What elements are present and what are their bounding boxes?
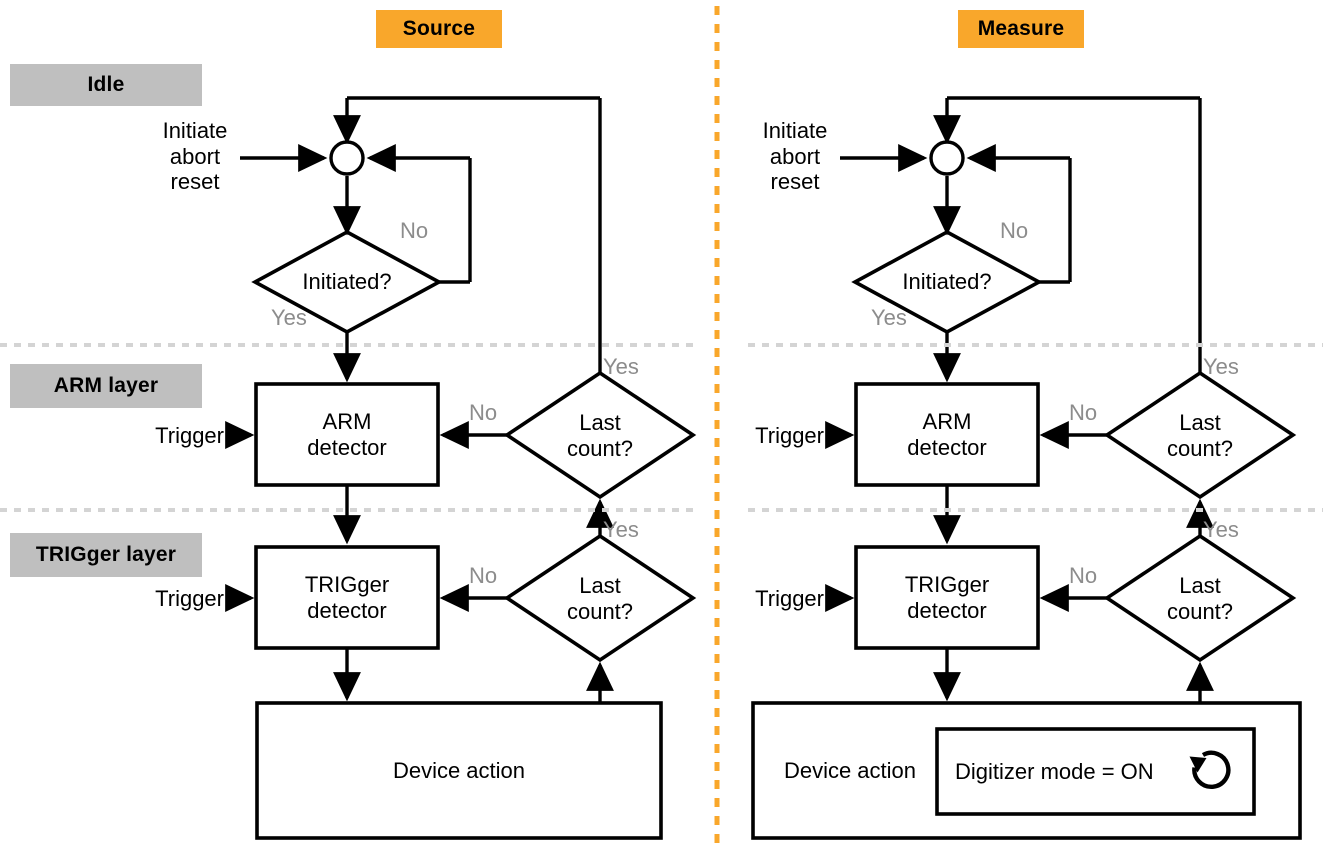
measure-arm-last-yes-label: Yes (1203, 354, 1239, 379)
layer-tag-idle-label: Idle (87, 73, 125, 96)
source-arm-last-count-diamond (503, 370, 697, 500)
measure-trigger-last-yes-label: Yes (1203, 517, 1239, 542)
digitizer-mode-label: Digitizer mode = ON (955, 758, 1154, 784)
layer-tag-trigger: TRIGger layer (10, 533, 202, 577)
panel-header-measure-label: Measure (977, 17, 1065, 40)
measure-trigger-detector-line1: TRIGger (904, 571, 990, 597)
measure-trigger-last-count-line2: count? (1166, 599, 1234, 624)
source-trigger-detector-label: TRIGger detector (256, 547, 438, 648)
measure-arm-last-no-label: No (1069, 400, 1098, 425)
measure-initiated-no-label: No (1000, 218, 1029, 243)
measure-trigger-trigger-label: Trigger (755, 586, 824, 611)
measure-arm-detector-line2: detector (907, 434, 987, 460)
measure-device-action-box (751, 701, 1302, 840)
measure-trigger-detector-label: TRIGger detector (856, 547, 1038, 648)
source-trigger-last-count-line1: Last (579, 573, 621, 599)
measure-idle-input-label: Initiate abort reset (762, 118, 828, 195)
measure-device-action-label: Device action (783, 757, 917, 783)
layer-tag-arm-label: ARM layer (53, 374, 159, 397)
source-arm-detector-label: ARM detector (256, 384, 438, 485)
source-trigger-last-count-label: Last count? (515, 571, 685, 627)
source-idle-input-label: Initiate abort reset (162, 118, 228, 195)
source-trigger-last-count-line2: count? (566, 599, 634, 624)
digitizer-mode-box (935, 727, 1256, 816)
measure-initiated-label: Initiated? (902, 269, 992, 295)
source-trigger-detector-line2: detector (307, 597, 387, 623)
loop-arrow-icon (1189, 750, 1231, 789)
source-arm-last-yes-label: Yes (603, 354, 639, 379)
measure-arm-detector-label: ARM detector (856, 384, 1038, 485)
panel-header-source: Source (376, 10, 502, 48)
measure-initiated-yes-label: Yes (871, 305, 907, 330)
layer-tag-arm: ARM layer (10, 364, 202, 408)
source-trigger-last-no-label: No (469, 563, 498, 588)
source-trigger-last-yes-label: Yes (603, 517, 639, 542)
source-arm-last-count-label: Last count? (515, 408, 685, 464)
measure-trigger-last-count-label: Last count? (1115, 571, 1285, 627)
source-initiated-label: Initiated? (302, 269, 392, 295)
measure-arm-last-count-line1: Last (1179, 410, 1221, 436)
source-device-action-box (255, 701, 663, 840)
layer-tag-trigger-label: TRIGger layer (35, 543, 177, 566)
panel-header-measure: Measure (958, 10, 1084, 48)
measure-arm-detector-line1: ARM (922, 408, 972, 434)
source-arm-detector-line1: ARM (322, 408, 372, 434)
measure-arm-last-count-line2: count? (1166, 436, 1234, 461)
source-initiated-yes-label: Yes (271, 305, 307, 330)
source-device-action-label: Device action (392, 757, 526, 783)
source-trigger-detector-line1: TRIGger (304, 571, 390, 597)
source-arm-last-no-label: No (469, 400, 498, 425)
measure-arm-last-count-label: Last count? (1115, 408, 1285, 464)
measure-trigger-detector-line2: detector (907, 597, 987, 623)
source-arm-last-count-line2: count? (566, 436, 634, 461)
source-arm-last-count-line1: Last (579, 410, 621, 436)
layer-tag-idle: Idle (10, 64, 202, 106)
source-initiated-no-label: No (400, 218, 429, 243)
measure-trigger-last-count-line1: Last (1179, 573, 1221, 599)
source-trigger-last-count-diamond (503, 533, 697, 663)
measure-arm-trigger-label: Trigger (755, 423, 824, 448)
source-arm-detector-line2: detector (307, 434, 387, 460)
measure-trigger-last-count-diamond (1103, 533, 1297, 663)
panel-header-source-label: Source (402, 17, 476, 40)
source-merge-junction (329, 140, 365, 176)
measure-merge-junction (929, 140, 965, 176)
measure-trigger-last-no-label: No (1069, 563, 1098, 588)
source-trigger-trigger-label: Trigger (155, 586, 224, 611)
source-arm-trigger-label: Trigger (155, 423, 224, 448)
measure-arm-last-count-diamond (1103, 370, 1297, 500)
